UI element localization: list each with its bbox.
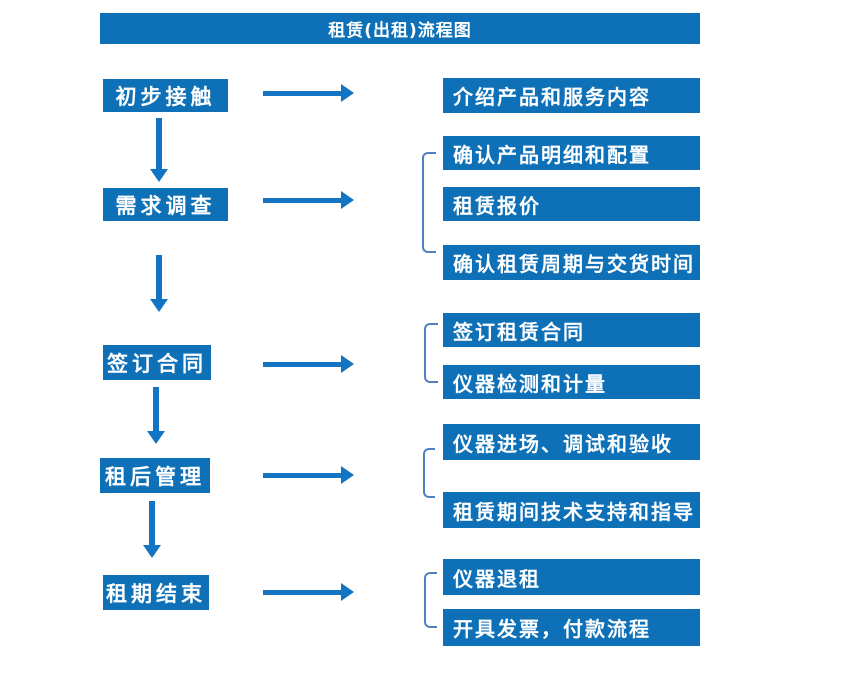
right-arrow [263, 355, 354, 373]
arrow-head [341, 583, 354, 601]
step-box-rental-end: 租期结束 [103, 575, 209, 610]
arrow-head [147, 431, 165, 444]
arrow-head [150, 169, 168, 182]
arrow-head [341, 191, 354, 209]
down-arrow [150, 255, 168, 312]
detail-box-sign-rental-contract: 签订租赁合同 [443, 313, 700, 347]
detail-box-confirm-product-config: 确认产品明细和配置 [443, 136, 700, 170]
detail-box-introduce-products: 介绍产品和服务内容 [443, 78, 700, 113]
step-box-sign-contract: 签订合同 [103, 345, 211, 380]
arrow-head [341, 466, 354, 484]
detail-box-confirm-period-delivery: 确认租赁周期与交货时间 [443, 245, 700, 280]
down-arrow [150, 118, 168, 182]
arrow-head [341, 355, 354, 373]
arrow-shaft [263, 90, 341, 96]
group-bracket [422, 152, 436, 253]
down-arrow [143, 501, 161, 558]
detail-box-instrument-installation: 仪器进场、调试和验收 [443, 424, 700, 460]
arrow-shaft [263, 472, 341, 478]
group-bracket [424, 572, 437, 628]
detail-box-invoice-payment: 开具发票，付款流程 [443, 609, 700, 646]
arrow-shaft [149, 501, 155, 545]
diagram-title: 租赁(出租)流程图 [100, 13, 700, 44]
down-arrow [147, 387, 165, 444]
arrow-head [341, 84, 354, 102]
arrow-shaft [153, 387, 159, 431]
right-arrow [263, 191, 354, 209]
arrow-shaft [156, 118, 162, 169]
arrow-head [150, 299, 168, 312]
right-arrow [263, 583, 354, 601]
group-bracket [424, 323, 438, 383]
arrow-shaft [263, 197, 341, 203]
arrow-head [143, 545, 161, 558]
step-box-post-rental-management: 租后管理 [100, 458, 210, 493]
arrow-shaft [156, 255, 162, 299]
arrow-shaft [263, 589, 341, 595]
detail-box-rental-quotation: 租赁报价 [443, 187, 700, 221]
arrow-shaft [263, 361, 341, 367]
detail-box-technical-support: 租赁期间技术支持和指导 [443, 492, 700, 528]
detail-box-instrument-testing: 仪器检测和计量 [443, 365, 700, 399]
step-box-initial-contact: 初步接触 [103, 79, 228, 112]
right-arrow [263, 84, 354, 102]
detail-box-instrument-return: 仪器退租 [443, 559, 700, 595]
group-bracket [423, 448, 435, 498]
step-box-demand-survey: 需求调查 [103, 188, 228, 221]
right-arrow [263, 466, 354, 484]
